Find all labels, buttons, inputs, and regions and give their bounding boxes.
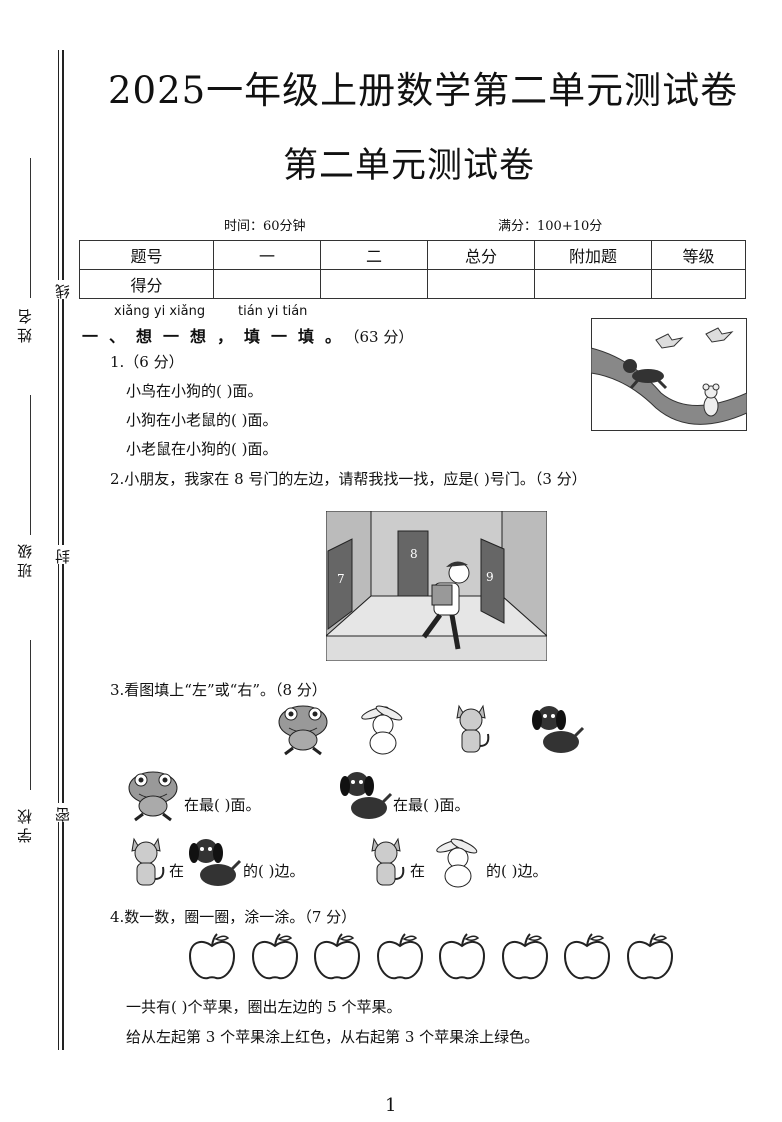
frog-icon bbox=[278, 705, 328, 756]
subtitle: 第二单元测试卷 bbox=[283, 146, 536, 186]
apple-icon[interactable] bbox=[374, 932, 426, 982]
full-marks-info: 满分：100+10分 bbox=[498, 219, 603, 234]
dog-icon bbox=[189, 839, 242, 886]
mouse-icon bbox=[702, 383, 720, 417]
score-header-cell: 二 bbox=[320, 240, 428, 270]
pinyin-tian: tián yi tián bbox=[238, 304, 308, 319]
q1-number: 1.（6 分） bbox=[110, 353, 184, 371]
rabbit-icon bbox=[436, 838, 478, 888]
q3-text: 3.看图填上“左”或“右”。（8 分） bbox=[110, 681, 327, 699]
score-header-cell: 题号 bbox=[79, 240, 214, 270]
apple-icon[interactable] bbox=[436, 932, 488, 982]
door-7-icon: 7 bbox=[327, 538, 353, 630]
score-row-label: 得分 bbox=[79, 269, 214, 299]
apple-icon[interactable] bbox=[561, 932, 613, 982]
door-9-number: 9 bbox=[486, 570, 494, 584]
cat-icon bbox=[371, 837, 405, 886]
bird-icon bbox=[655, 327, 734, 349]
q4-line1: 一共有( )个苹果，圈出左边的 5 个苹果。 bbox=[126, 998, 402, 1016]
name-label: 姓名 bbox=[16, 305, 34, 343]
page-number: 1 bbox=[385, 1095, 397, 1116]
dog-icon bbox=[623, 359, 668, 390]
door-8-number: 8 bbox=[410, 547, 418, 561]
school-label: 学校 bbox=[16, 805, 34, 843]
apple-row bbox=[186, 932, 686, 982]
score-header-cell: 总分 bbox=[427, 240, 535, 270]
q3-row1-blank-a: 在最( )面。 bbox=[184, 796, 261, 814]
q3-row2-zai-b: 在 bbox=[410, 862, 426, 880]
apple-icon[interactable] bbox=[499, 932, 551, 982]
class-blank[interactable] bbox=[30, 395, 31, 535]
cat-icon bbox=[456, 704, 490, 753]
rabbit-icon bbox=[361, 705, 403, 755]
section-score: （63 分） bbox=[352, 328, 414, 346]
q2-text: 2.小朋友，我家在 8 号门的左边，请帮我找一找，应是( )号门。（3 分） bbox=[110, 470, 587, 488]
q3-row2-zai-a: 在 bbox=[169, 862, 185, 880]
dog-icon bbox=[340, 772, 393, 819]
q2-hallway-image: 7 8 9 bbox=[326, 511, 547, 661]
q3-row2-blank-b: 的( )边。 bbox=[486, 862, 548, 880]
q4-line2: 给从左起第 3 个苹果涂上红色，从右起第 3 个苹果涂上绿色。 bbox=[126, 1028, 540, 1046]
secret-label: 密 bbox=[52, 803, 73, 822]
main-title: 2025一年级上册数学第二单元测试卷 bbox=[108, 69, 739, 112]
door-7-number: 7 bbox=[337, 572, 345, 586]
time-info: 时间：60分钟 bbox=[224, 219, 306, 234]
score-cell[interactable] bbox=[213, 269, 321, 299]
score-header-cell: 附加题 bbox=[534, 240, 652, 270]
frog-icon bbox=[128, 771, 178, 822]
score-cell[interactable] bbox=[651, 269, 746, 299]
cat-icon bbox=[131, 837, 165, 886]
score-cell[interactable] bbox=[427, 269, 535, 299]
score-table: 题号 一 二 总分 附加题 等级 得分 bbox=[79, 240, 746, 299]
q1-scene-image bbox=[591, 318, 747, 431]
q1-line1: 小鸟在小狗的( )面。 bbox=[126, 382, 263, 400]
door-9-icon: 9 bbox=[480, 538, 505, 624]
apple-icon[interactable] bbox=[311, 932, 363, 982]
score-cell[interactable] bbox=[320, 269, 428, 299]
school-blank[interactable] bbox=[30, 640, 31, 790]
dog-icon bbox=[532, 706, 585, 753]
apple-icon[interactable] bbox=[624, 932, 676, 982]
q3-row2-blank-a: 的( )边。 bbox=[243, 862, 305, 880]
score-header-cell: 等级 bbox=[651, 240, 746, 270]
score-header-cell: 一 bbox=[213, 240, 321, 270]
door-8-icon: 8 bbox=[397, 530, 429, 597]
q1-line3: 小老鼠在小狗的( )面。 bbox=[126, 440, 278, 458]
cut-line-label: 线 bbox=[52, 280, 73, 299]
class-label: 班级 bbox=[16, 540, 34, 578]
name-blank[interactable] bbox=[30, 158, 31, 298]
q4-text: 4.数一数，圈一圈，涂一涂。（7 分） bbox=[110, 908, 357, 926]
seal-label: 封 bbox=[52, 545, 73, 564]
q3-row1-blank-b: 在最( )面。 bbox=[393, 796, 470, 814]
q1-line2: 小狗在小老鼠的( )面。 bbox=[126, 411, 278, 429]
section-title-text: 一、想一想，填一填。 bbox=[82, 327, 353, 346]
pinyin-xiang: xiǎng yi xiǎng bbox=[114, 304, 206, 319]
apple-icon[interactable] bbox=[186, 932, 238, 982]
score-cell[interactable] bbox=[534, 269, 652, 299]
apple-icon[interactable] bbox=[249, 932, 301, 982]
child-icon bbox=[421, 561, 470, 650]
section-title: 一、想一想，填一填。（63 分） bbox=[82, 323, 413, 347]
